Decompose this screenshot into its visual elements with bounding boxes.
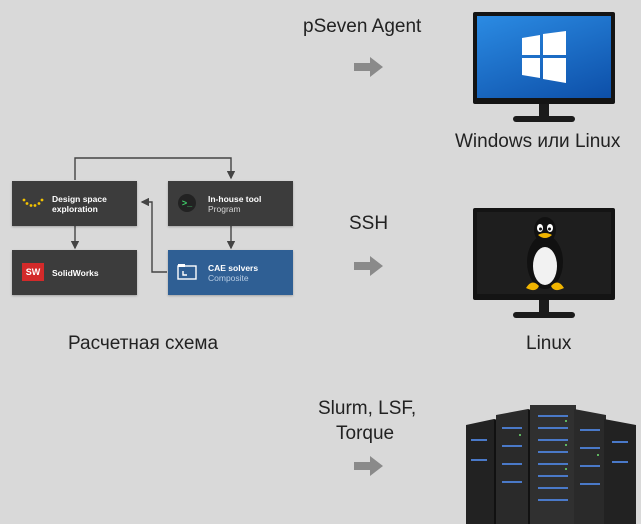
server-rack-icon — [466, 405, 636, 524]
inhouse-title: In-house tool Program — [208, 194, 261, 214]
arrow-right-icon — [354, 57, 383, 77]
cae-title-text: CAE solvers — [208, 263, 259, 273]
target-linux: Linux — [526, 333, 572, 354]
monitor-linux — [473, 208, 615, 321]
block-solidworks[interactable]: SW SolidWorks — [12, 250, 137, 295]
cae-subtitle: Composite — [208, 273, 249, 283]
scheme-connectors — [70, 157, 236, 273]
scheme-caption: Расчетная схема — [68, 333, 219, 354]
cae-title: CAE solvers Composite — [208, 263, 258, 283]
arrow-right-icon — [354, 456, 383, 476]
tux-icon — [526, 217, 564, 291]
monitor-windows — [473, 12, 615, 125]
dots-arc-icon — [22, 198, 44, 207]
connection-label-schedulers-line2: Torque — [336, 423, 395, 444]
dse-title-line2: exploration — [52, 204, 98, 214]
arrow-right-icon — [354, 256, 383, 276]
block-cae-solvers[interactable]: CAE solvers Composite — [168, 250, 293, 295]
target-windows-or-linux: Windows или Linux — [455, 131, 621, 152]
dse-title-line1: Design space — [52, 194, 107, 204]
inhouse-title-text: In-house tool — [208, 194, 262, 204]
connection-label-schedulers-line1: Slurm, LSF, — [318, 398, 417, 419]
connection-label-ssh: SSH — [349, 213, 389, 234]
dse-title: Design space exploration — [52, 194, 107, 214]
connection-label-pseven-agent: pSeven Agent — [303, 16, 422, 37]
solidworks-title: SolidWorks — [52, 268, 99, 278]
block-design-space-exploration[interactable]: Design space exploration — [12, 181, 137, 226]
block-in-house-tool[interactable]: >_ In-house tool Program — [168, 181, 293, 226]
folder-icon — [177, 264, 197, 280]
terminal-icon: >_ — [178, 194, 196, 212]
solidworks-icon: SW — [22, 263, 44, 281]
inhouse-subtitle: Program — [208, 204, 241, 214]
windows-logo-icon — [522, 31, 566, 83]
